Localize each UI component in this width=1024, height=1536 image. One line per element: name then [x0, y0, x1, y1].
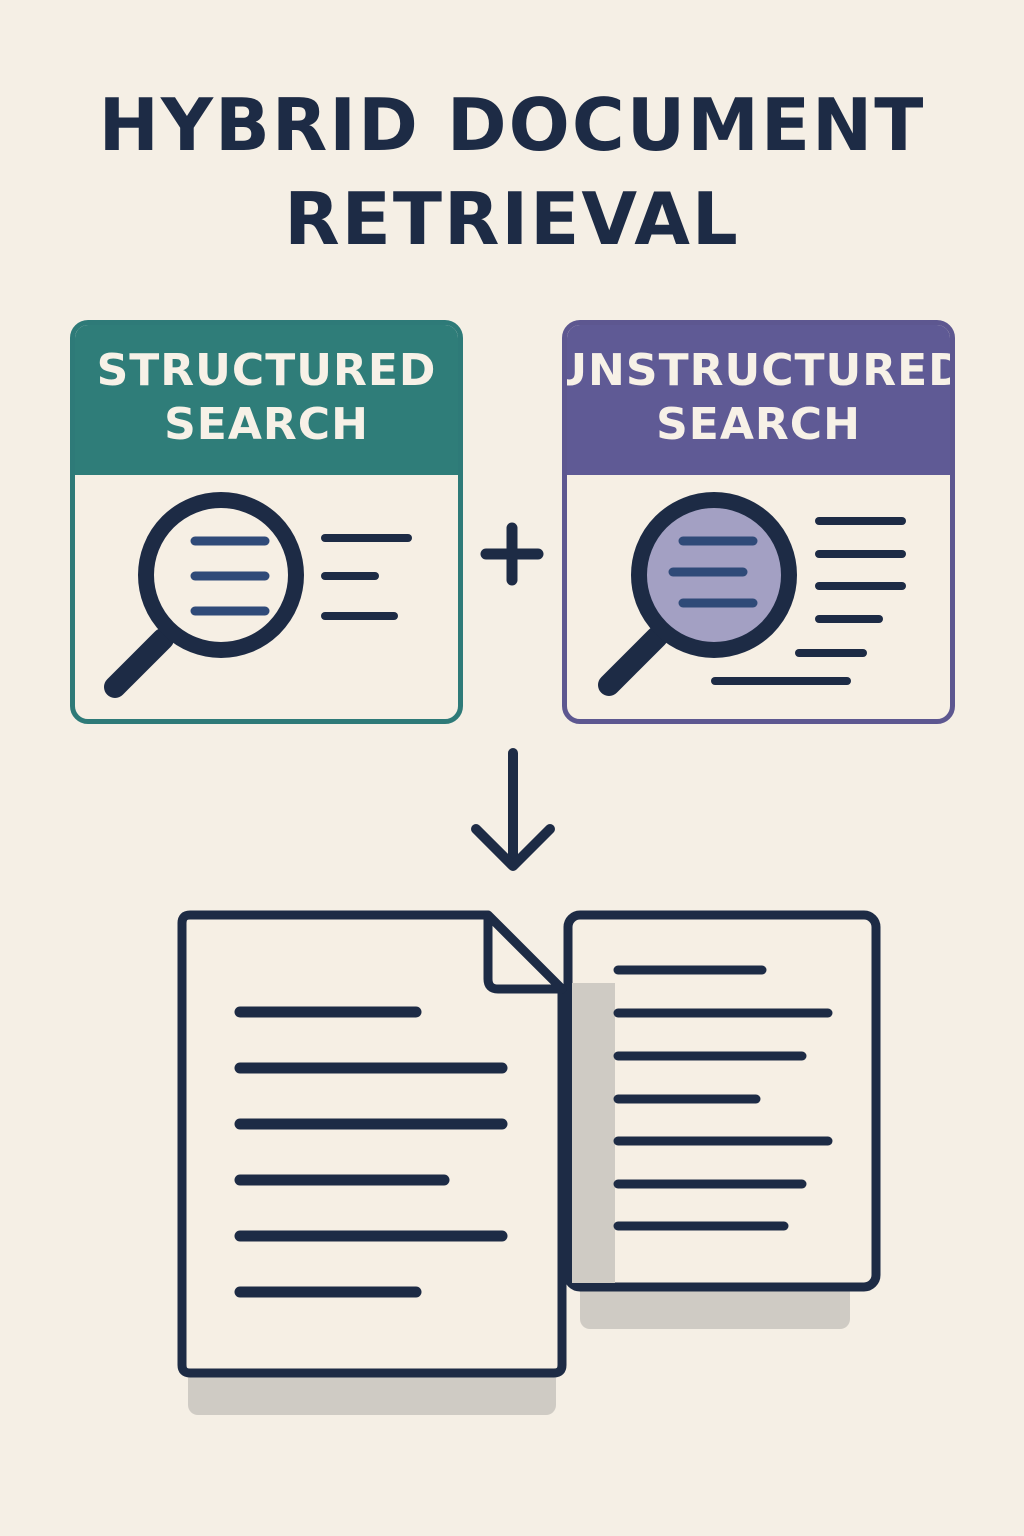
title-line-2: RETRIEVAL — [284, 177, 740, 261]
unstructured-search-body — [567, 470, 950, 719]
magnifying-glass-icon — [598, 492, 797, 696]
unstructured-search-label-line-1: UNSTRUCTURED — [562, 344, 955, 396]
back-document — [563, 910, 881, 1292]
front-document — [177, 910, 567, 1378]
structured-search-label-line-1: STRUCTURED — [96, 344, 437, 396]
documents-icon — [177, 910, 881, 1415]
arrow-down-icon — [471, 748, 555, 871]
unstructured-search-card: UNSTRUCTURED SEARCH — [562, 320, 955, 724]
structured-search-illustration — [104, 492, 412, 698]
unstructured-search-header: UNSTRUCTURED SEARCH — [567, 325, 950, 470]
structured-search-label-line-2: SEARCH — [164, 398, 369, 450]
structured-search-header: STRUCTURED SEARCH — [75, 325, 458, 470]
page-title: HYBRID DOCUMENT RETRIEVAL — [0, 78, 1024, 266]
magnifying-glass-icon — [104, 492, 304, 698]
structured-search-body — [75, 470, 458, 719]
structured-search-card: STRUCTURED SEARCH — [70, 320, 463, 724]
title-line-1: HYBRID DOCUMENT — [98, 83, 926, 167]
unstructured-search-label-line-2: SEARCH — [656, 398, 861, 450]
text-lines-icon — [711, 517, 906, 685]
unstructured-search-illustration — [598, 492, 906, 696]
plus-icon — [480, 522, 544, 586]
text-lines-icon — [321, 534, 412, 620]
